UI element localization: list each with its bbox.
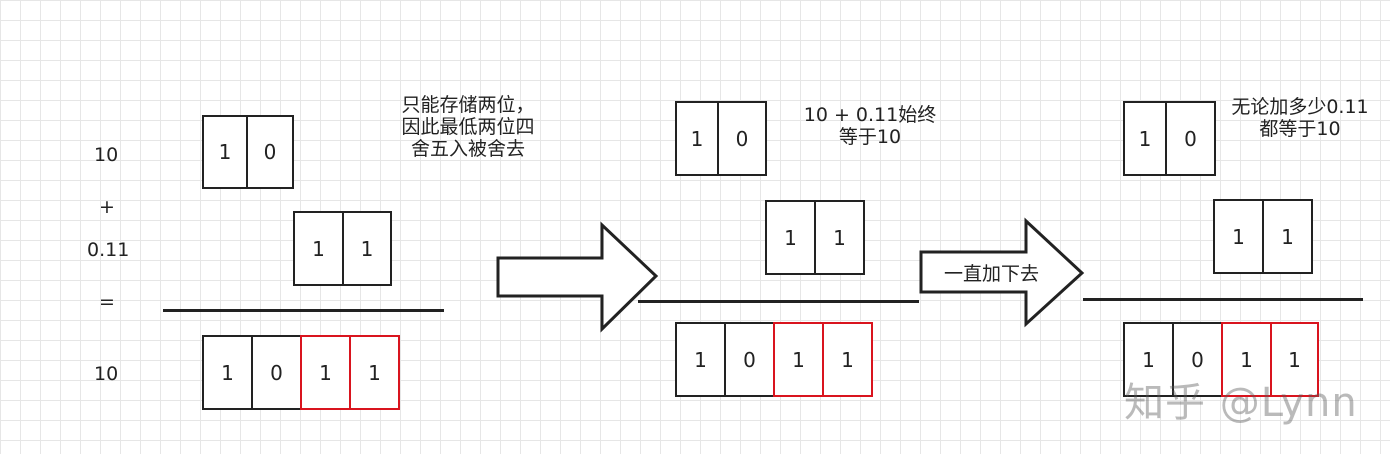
equals-sign: = [99,291,115,313]
p1-result-digit-1: 1 [202,335,253,410]
p3-result-digit-1: 1 [1123,322,1174,397]
p2-top-digit-2: 0 [717,101,767,176]
p1-result-digit-4: 1 [349,335,400,410]
p2-add-digit-2: 1 [814,200,865,275]
p3-sum-rule [1083,298,1363,301]
right-arrow-2 [919,217,1085,328]
right-arrow-1 [496,221,659,333]
p3-add-digit-2: 1 [1262,199,1313,274]
p2-sum-rule [638,300,919,303]
p3-result-digit-4: 1 [1270,322,1319,397]
p3-note: 无论加多少0.11 都等于10 [1231,96,1369,140]
p1-note: 只能存储两位， 因此最低两位四 舍五入被舍去 [401,94,535,160]
p3-top-digit-2: 0 [1165,101,1216,176]
p1-sum-rule [163,309,444,312]
plus-sign: + [99,196,115,218]
p2-add-digit-1: 1 [765,200,816,275]
operand-b-label: 0.11 [87,239,130,261]
p2-top-digit-1: 1 [675,101,719,176]
p1-add-digit-2: 1 [342,211,392,286]
p1-top-digit-1: 1 [202,115,248,189]
p2-result-digit-3: 1 [773,322,824,397]
arrow2-label: 一直加下去 [944,263,1040,285]
p1-top-digit-2: 0 [246,115,294,189]
p2-note: 10 + 0.11始终 等于10 [803,104,937,148]
result-label: 10 [94,363,119,385]
p2-result-digit-4: 1 [822,322,873,397]
operand-a-label: 10 [94,144,119,166]
p1-result-digit-3: 1 [300,335,351,410]
watermark: 知乎 @Lynn [1124,380,1358,426]
p2-result-digit-1: 1 [675,322,726,397]
p1-add-digit-1: 1 [293,211,344,286]
